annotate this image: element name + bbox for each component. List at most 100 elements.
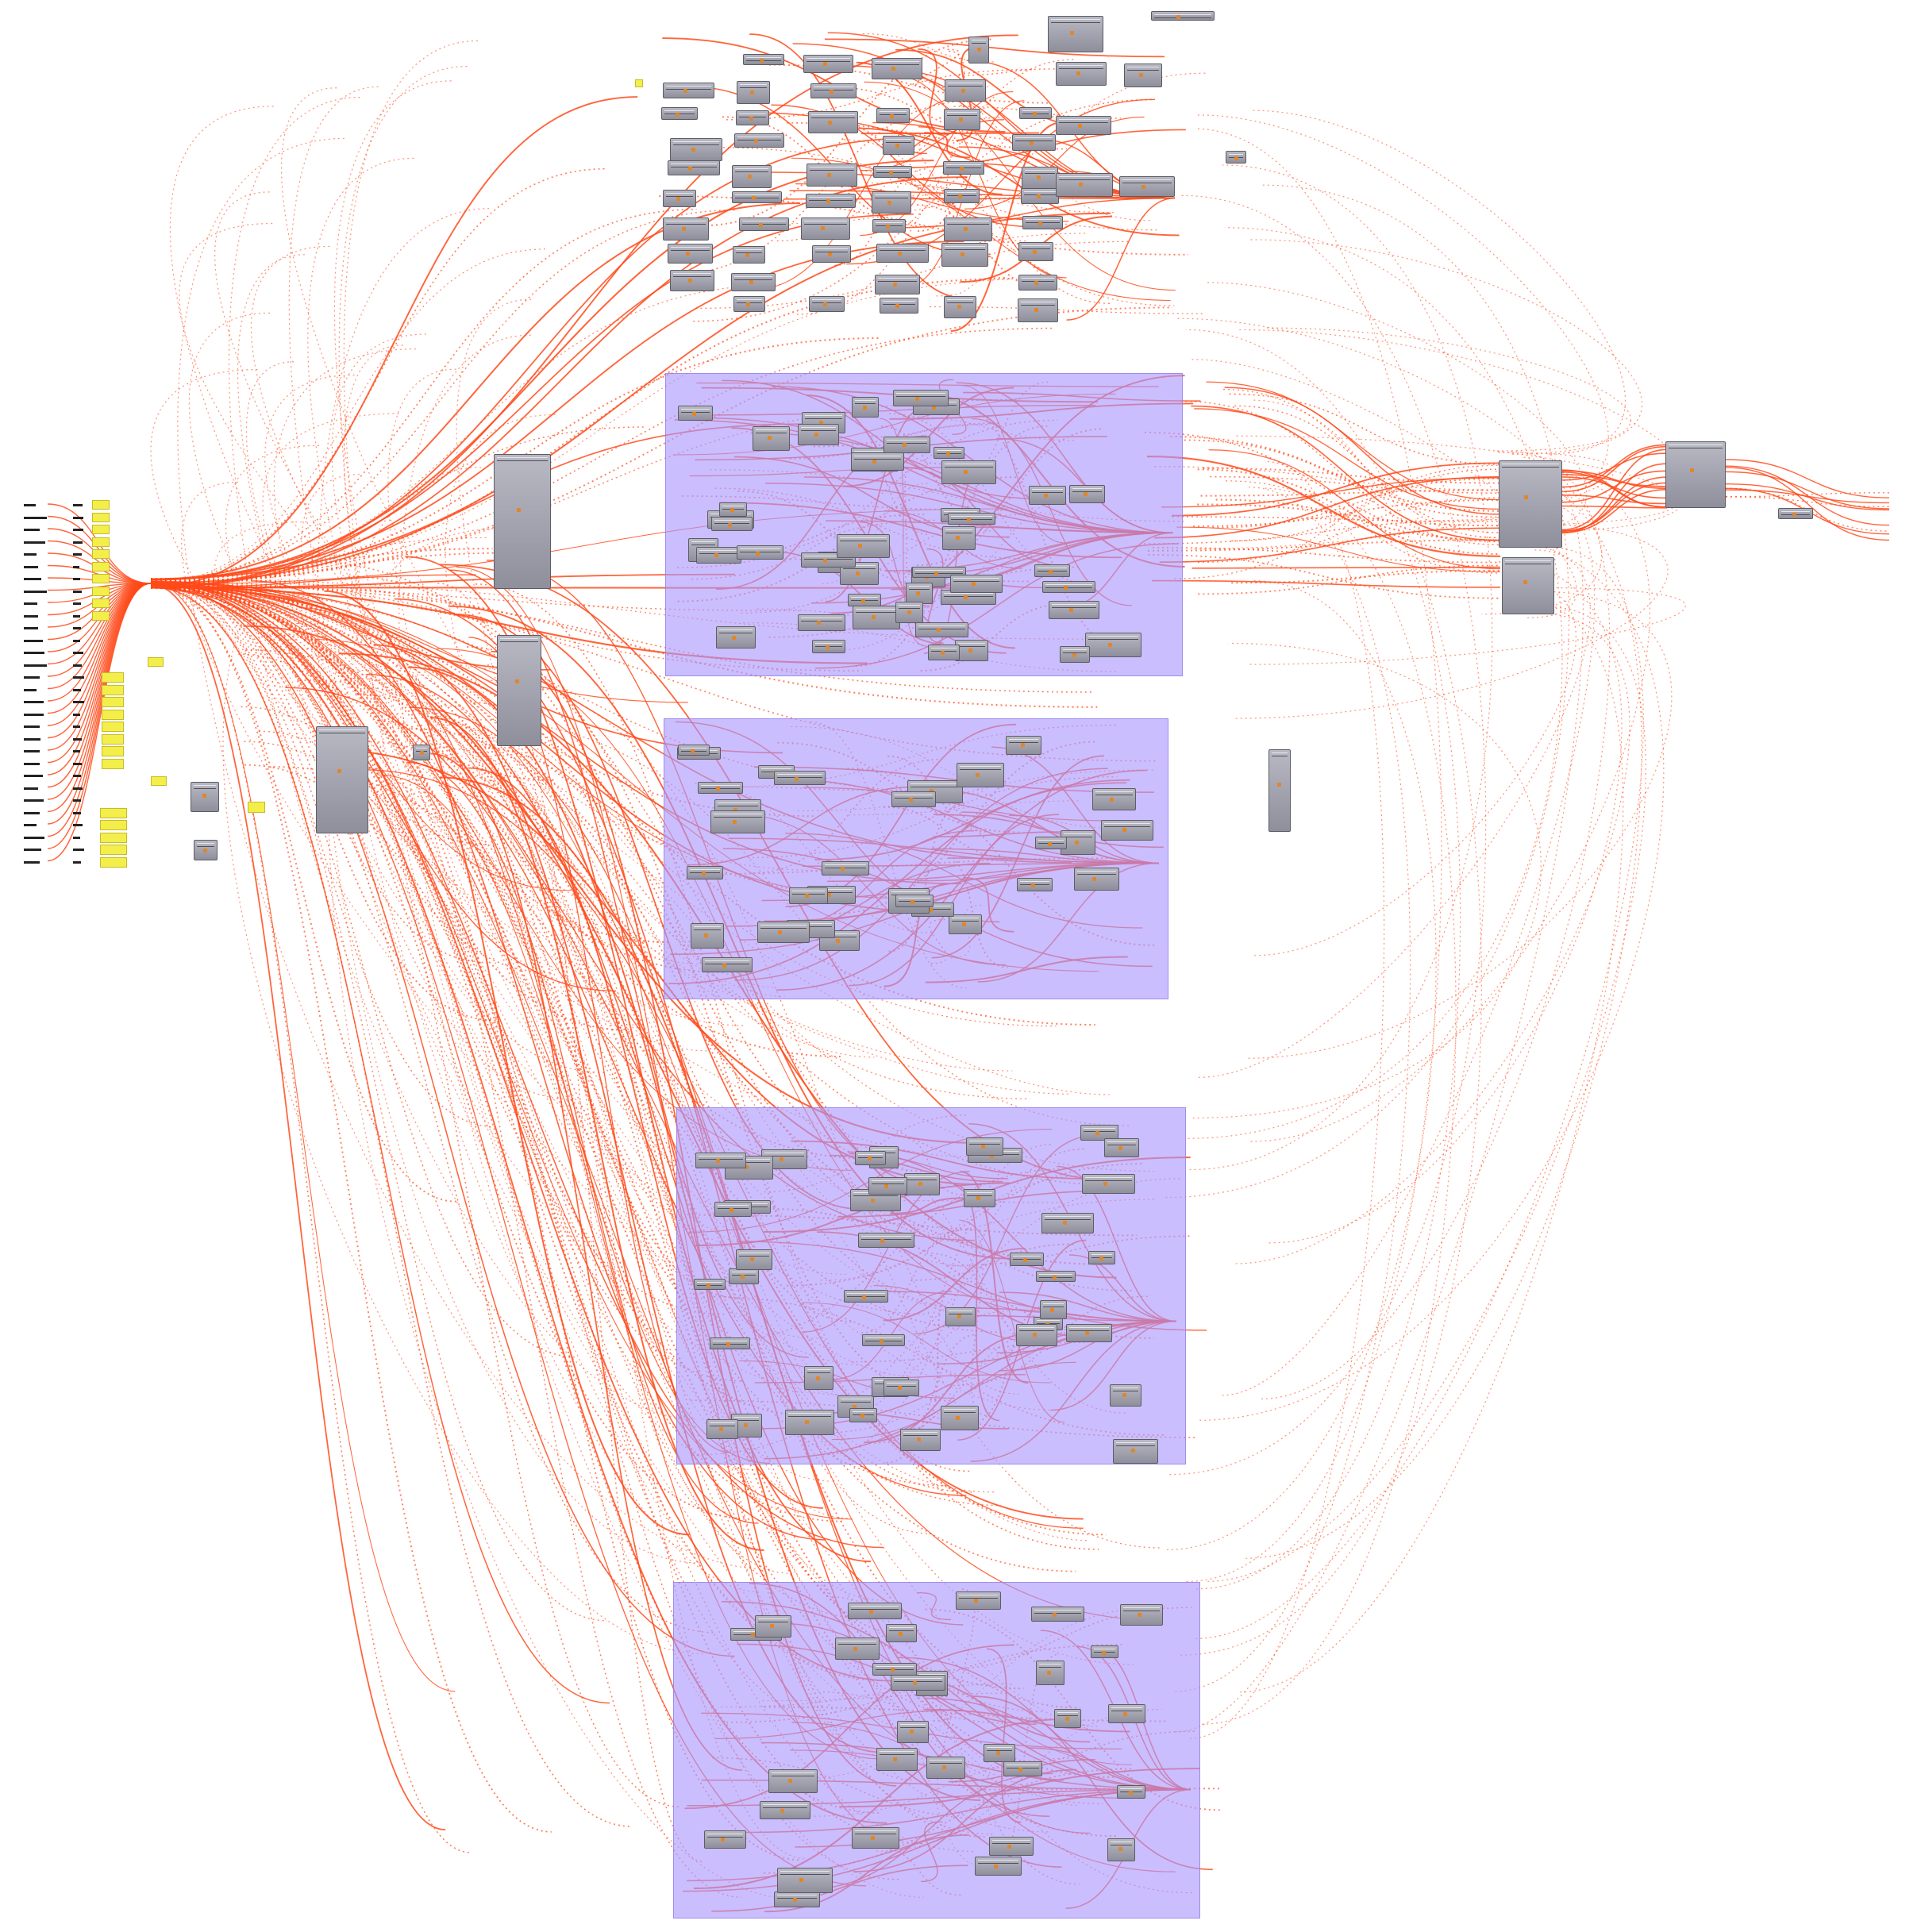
component-node[interactable] [968, 37, 989, 64]
component-node[interactable] [716, 626, 756, 649]
component-node[interactable] [807, 111, 858, 134]
yellow-panel[interactable] [102, 684, 124, 695]
yellow-panel[interactable] [102, 709, 124, 720]
component-node[interactable] [941, 460, 997, 485]
component-node[interactable] [876, 244, 929, 264]
component-node[interactable] [497, 635, 541, 746]
component-node[interactable] [1101, 819, 1153, 841]
yellow-panel[interactable] [248, 802, 265, 813]
component-node[interactable] [737, 545, 783, 560]
yellow-panel[interactable] [92, 610, 110, 621]
component-node[interactable] [696, 546, 742, 564]
component-node[interactable] [695, 1153, 747, 1169]
component-node[interactable] [316, 726, 368, 833]
component-node[interactable] [697, 781, 743, 794]
component-node[interactable] [755, 1614, 792, 1638]
component-node[interactable] [810, 83, 857, 98]
component-node[interactable] [941, 1405, 980, 1431]
component-node[interactable] [703, 1830, 747, 1849]
component-node[interactable] [950, 574, 1003, 593]
component-node[interactable] [944, 296, 977, 318]
component-node[interactable] [1034, 564, 1070, 578]
component-node[interactable] [850, 452, 904, 471]
component-node[interactable] [905, 582, 933, 605]
component-node[interactable] [857, 1232, 914, 1249]
component-node[interactable] [890, 1675, 945, 1691]
component-node[interactable] [797, 424, 839, 445]
component-node[interactable] [803, 54, 853, 73]
component-node[interactable] [944, 108, 981, 131]
yellow-panel[interactable] [92, 549, 110, 559]
component-node[interactable] [677, 745, 710, 756]
component-node[interactable] [714, 1201, 753, 1218]
component-node[interactable] [834, 1638, 880, 1661]
component-node[interactable] [945, 79, 986, 102]
yellow-panel[interactable] [92, 598, 110, 608]
yellow-panel[interactable] [148, 657, 164, 667]
component-node[interactable] [822, 860, 869, 876]
component-node[interactable] [1056, 62, 1107, 86]
component-node[interactable] [1041, 1213, 1094, 1233]
yellow-panel[interactable] [92, 525, 110, 534]
component-node[interactable] [957, 763, 1005, 788]
component-node[interactable] [803, 1366, 833, 1391]
component-node[interactable] [927, 644, 960, 661]
component-node[interactable] [756, 921, 810, 944]
component-node[interactable] [880, 297, 918, 314]
component-node[interactable] [1006, 735, 1042, 755]
component-node[interactable] [941, 243, 989, 267]
component-node[interactable] [1107, 1838, 1135, 1861]
component-node[interactable] [677, 406, 713, 421]
component-node[interactable] [1036, 1270, 1076, 1283]
component-node[interactable] [1031, 1606, 1085, 1622]
component-node[interactable] [731, 164, 772, 189]
yellow-panel[interactable] [92, 537, 110, 547]
component-node[interactable] [1022, 216, 1063, 229]
yellow-panel[interactable] [92, 586, 110, 596]
yellow-panel[interactable] [151, 776, 167, 786]
component-node[interactable] [1042, 580, 1096, 594]
component-node[interactable] [690, 923, 724, 949]
component-node[interactable] [947, 512, 996, 525]
component-node[interactable] [1034, 836, 1067, 850]
component-node[interactable] [788, 887, 828, 904]
component-node[interactable] [853, 605, 900, 630]
component-node[interactable] [1018, 274, 1057, 291]
component-node[interactable] [1080, 1124, 1119, 1141]
component-node[interactable] [736, 110, 769, 125]
component-node[interactable] [732, 191, 782, 203]
component-node[interactable] [718, 502, 748, 517]
component-node[interactable] [1085, 633, 1141, 658]
yellow-panel[interactable] [92, 500, 110, 510]
component-node[interactable] [895, 601, 924, 623]
component-node[interactable] [1088, 1250, 1115, 1265]
component-node[interactable] [413, 745, 430, 760]
component-node[interactable] [849, 1407, 877, 1423]
component-node[interactable] [873, 166, 913, 178]
component-node[interactable] [494, 454, 551, 589]
component-node[interactable] [739, 217, 789, 232]
component-node[interactable] [732, 245, 765, 264]
yellow-panel[interactable] [635, 79, 643, 87]
component-node[interactable] [874, 274, 921, 295]
component-node[interactable] [806, 193, 856, 209]
component-node[interactable] [736, 81, 771, 105]
component-node[interactable] [855, 1151, 886, 1165]
component-node[interactable] [1117, 1785, 1146, 1799]
component-node[interactable] [1018, 242, 1053, 262]
component-node[interactable] [1068, 484, 1105, 504]
component-node[interactable] [1039, 1300, 1067, 1320]
yellow-panel[interactable] [100, 856, 127, 868]
component-node[interactable] [663, 217, 710, 241]
component-node[interactable] [798, 614, 845, 631]
component-node[interactable] [897, 1720, 930, 1744]
component-node[interactable] [1665, 441, 1726, 508]
component-node[interactable] [948, 914, 983, 934]
component-node[interactable] [706, 1419, 739, 1440]
component-node[interactable] [1019, 107, 1052, 120]
component-node[interactable] [1073, 868, 1120, 891]
component-node[interactable] [895, 895, 934, 907]
component-node[interactable] [844, 1290, 889, 1303]
component-node[interactable] [1028, 486, 1067, 505]
